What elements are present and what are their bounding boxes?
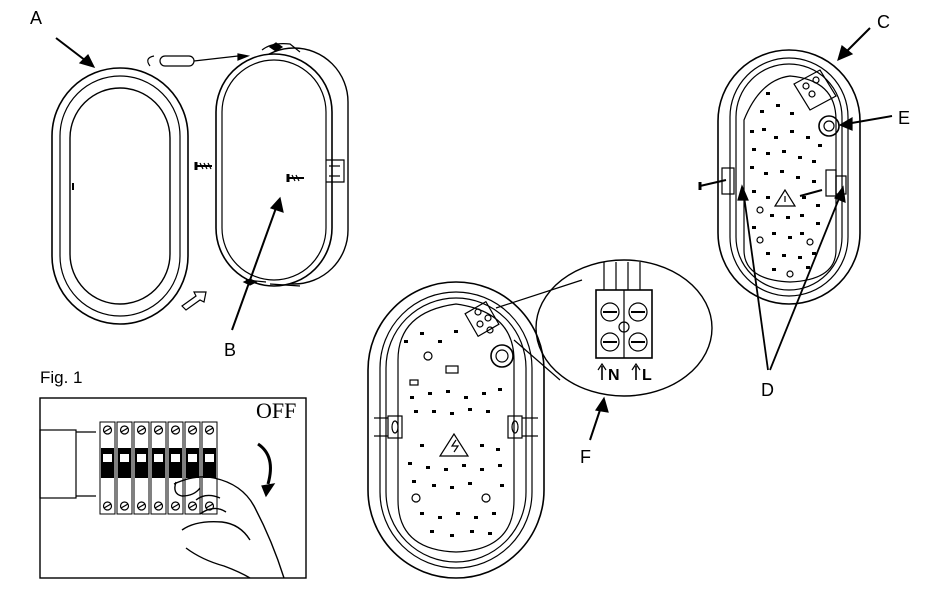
label-a: A bbox=[30, 8, 42, 28]
leaders-d bbox=[737, 184, 846, 371]
screw-middle bbox=[286, 174, 304, 182]
label-e: E bbox=[898, 108, 910, 128]
terminal-block bbox=[595, 262, 653, 359]
arrow-to-callout-f bbox=[589, 396, 609, 441]
leader-b bbox=[231, 196, 284, 331]
hollow-direction-arrow bbox=[181, 291, 207, 311]
label-f: F bbox=[580, 447, 591, 467]
breaker-module bbox=[150, 421, 167, 515]
label-c: C bbox=[877, 12, 890, 32]
wall-screws-right bbox=[698, 179, 823, 197]
terminal-zoom-callout bbox=[495, 259, 713, 397]
terminal-l-label: L bbox=[642, 367, 652, 384]
hand-illustration bbox=[173, 476, 285, 579]
breaker-module bbox=[133, 421, 150, 515]
breaker-module bbox=[201, 421, 218, 515]
component-dots-right bbox=[750, 92, 822, 271]
safety-cord bbox=[147, 53, 251, 67]
base-plate-center bbox=[367, 281, 545, 579]
label-b: B bbox=[224, 340, 236, 360]
lamp-body-side bbox=[215, 42, 349, 287]
arrow-to-sensor-e bbox=[838, 115, 893, 131]
breaker-panel-frame bbox=[39, 397, 307, 579]
arrow-to-cover bbox=[55, 37, 96, 68]
front-cover-ring bbox=[51, 67, 189, 325]
label-d: D bbox=[761, 380, 774, 400]
switch-state-label: OFF bbox=[256, 398, 296, 423]
figure-caption: Fig. 1 bbox=[40, 368, 83, 387]
screw-left bbox=[194, 162, 212, 170]
breaker-module bbox=[167, 421, 184, 515]
component-dots-center bbox=[404, 330, 504, 537]
breaker-module bbox=[116, 421, 133, 515]
breaker-module bbox=[184, 421, 201, 515]
breaker-row bbox=[99, 421, 218, 515]
terminal-n-label: N bbox=[608, 367, 620, 384]
off-rotation-arrow bbox=[257, 442, 276, 498]
arrow-to-base-c bbox=[837, 27, 871, 62]
terminal-labels: N L bbox=[597, 362, 652, 384]
base-plate-right bbox=[717, 49, 861, 305]
breaker-module bbox=[99, 421, 116, 515]
